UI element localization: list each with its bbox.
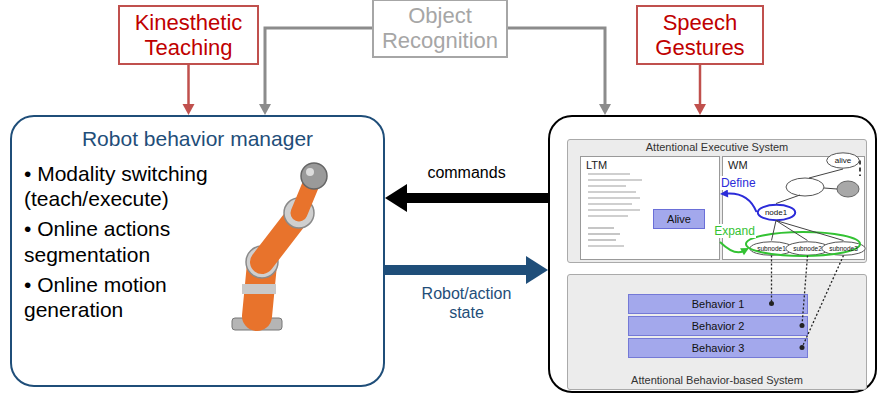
robot-arm-illustration — [232, 163, 327, 330]
node-bullet: • Online actions segmentation — [24, 216, 244, 266]
connector — [772, 221, 777, 241]
node-title: Attentional Behavior-based System — [568, 374, 866, 389]
node-title: Kinesthetic Teaching — [120, 10, 257, 61]
node-title: LTM — [581, 157, 719, 171]
connector — [385, 184, 548, 212]
node-title: Behavior 3 — [692, 342, 745, 354]
wm-tree-shapes — [746, 178, 860, 256]
behavior-bar: Behavior 2 — [628, 316, 808, 336]
edge-label: commands — [405, 163, 529, 182]
connector — [259, 28, 372, 115]
node-title: subnode1 — [757, 245, 786, 252]
tree-node: node1 — [757, 204, 796, 221]
node-title: Attentional Executive System — [568, 140, 866, 153]
ltm-schema-lines — [588, 174, 642, 246]
connector — [508, 28, 611, 115]
input-box: Object Recognition — [372, 0, 508, 58]
alive-box: Alive — [653, 209, 705, 229]
tree-lines — [776, 161, 860, 204]
input-box: Speech Gestures — [636, 5, 764, 65]
memory-box: LTM — [580, 156, 720, 260]
connector — [769, 256, 774, 307]
node-title: node1 — [765, 208, 787, 217]
node-title: Object Recognition — [374, 3, 506, 54]
node-title: Behavior 1 — [692, 298, 745, 310]
executive-system-box: Attentional Executive SystemLTMWMaliveno… — [567, 139, 867, 263]
connector — [776, 221, 808, 241]
node-title: subnode2 — [793, 245, 822, 252]
edge-label: Robot/action state — [405, 284, 529, 322]
connector — [776, 221, 844, 241]
memory-box: WMalivenode1subnode1subnode2subnode3 — [722, 156, 865, 260]
node-bullet: • Modality switching (teach/execute) — [24, 161, 244, 211]
connector — [183, 65, 195, 115]
node-title: Robot behavior manager — [24, 127, 371, 151]
connector — [720, 242, 749, 255]
connector — [385, 256, 548, 284]
manager-panel: Robot behavior manager • Modality switchi… — [10, 115, 385, 387]
edge-label: Expand — [713, 224, 756, 238]
connector — [720, 189, 757, 212]
behavior-bar: Behavior 1 — [628, 294, 808, 314]
edge-label: Define — [720, 176, 757, 190]
input-box: Kinesthetic Teaching — [118, 5, 259, 65]
node-title: Behavior 2 — [692, 320, 745, 332]
behavior-bar: Behavior 3 — [628, 338, 808, 358]
connector — [694, 65, 706, 115]
node-bullet: • Online motion generation — [24, 272, 244, 322]
node-title: Speech Gestures — [638, 10, 762, 61]
connector — [800, 256, 844, 351]
node-title: Alive — [667, 213, 691, 225]
node-title: alive — [835, 156, 851, 165]
connector — [800, 256, 808, 329]
node-title: subnode3 — [829, 245, 858, 252]
tree-node: alive — [826, 152, 860, 169]
behavior-system-box: Attentional Behavior-based System Behavio… — [567, 274, 867, 390]
